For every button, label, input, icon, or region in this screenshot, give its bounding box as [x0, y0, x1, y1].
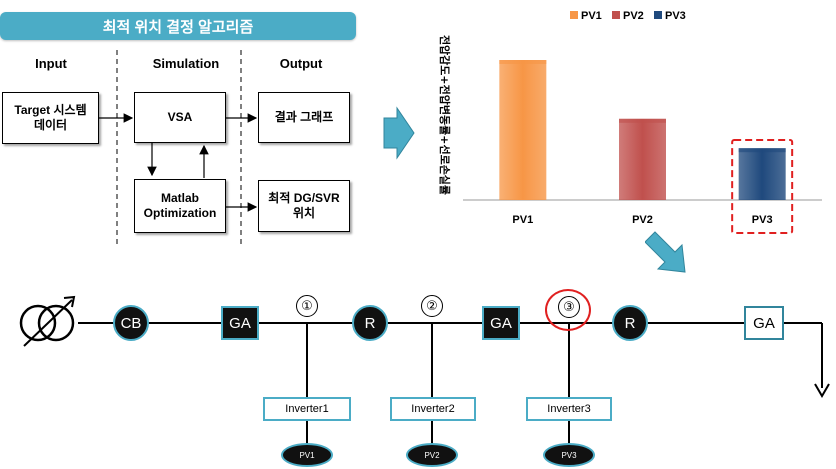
tap-number-1: ① — [296, 295, 318, 317]
r-node-2: R — [612, 305, 648, 341]
legend-label-2: PV2 — [623, 10, 644, 22]
result-graph-box: 결과 그래프 — [258, 92, 350, 143]
bar-PV3 — [738, 148, 786, 200]
legend-swatch-1 — [570, 11, 578, 19]
column-header-output: Output — [279, 56, 323, 71]
flow-to-chart-arrow-icon — [383, 106, 415, 160]
legend-label-3: PV3 — [665, 10, 686, 22]
algorithm-title: 최적 위치 결정 알고리즘 — [102, 18, 254, 36]
vsa-box: VSA — [134, 92, 226, 143]
algorithm-title-banner: 최적 위치 결정 알고리즘 — [0, 12, 356, 40]
x-tick-label-PV3: PV3 — [752, 214, 773, 226]
down-arrow-icon — [645, 231, 686, 273]
bar-top-PV3 — [738, 148, 786, 153]
bar-PV2 — [619, 118, 666, 200]
inverter-box-1: Inverter1 — [263, 397, 351, 421]
flow-connectors — [99, 50, 415, 245]
inverter-box-3: Inverter3 — [526, 397, 612, 421]
bar-top-PV2 — [619, 118, 666, 123]
pv-node-2: PV2 — [406, 443, 458, 467]
target-data-box: Target 시스템 데이터 — [2, 92, 99, 144]
highlight-box-PV3 — [731, 139, 794, 234]
pv-node-3: PV3 — [543, 443, 595, 467]
pv-node-1: PV1 — [281, 443, 333, 467]
tap-number-2: ② — [421, 295, 443, 317]
chart-to-feeder-arrow — [645, 231, 686, 273]
cb-node: CB — [113, 305, 149, 341]
ga-node-3: GA — [744, 306, 784, 340]
x-tick-label-PV1: PV1 — [512, 214, 533, 226]
legend-label-1: PV1 — [581, 10, 602, 22]
ga-node-2: GA — [482, 306, 520, 340]
legend-swatch-2 — [612, 11, 620, 19]
feeder-end-arrow-icon — [814, 383, 830, 398]
legend-swatch-3 — [654, 11, 662, 19]
x-tick-label-PV2: PV2 — [632, 214, 653, 226]
bar-top-PV1 — [499, 60, 547, 64]
bar-PV1 — [499, 60, 547, 200]
r-node-1: R — [352, 305, 388, 341]
inverter-box-2: Inverter2 — [390, 397, 476, 421]
transformer-icon — [19, 295, 76, 347]
column-header-simulation: Simulation — [152, 56, 220, 71]
y-axis-label: 전압감도+전압변동률+선로손실률 — [438, 35, 452, 195]
optimal-location-box: 최적 DG/SVR 위치 — [258, 180, 350, 232]
optimal-location-highlight — [545, 289, 591, 331]
feeder-lines — [19, 295, 830, 452]
matlab-optimization-box: Matlab Optimization — [134, 179, 226, 233]
column-header-input: Input — [35, 56, 67, 71]
ga-node-1: GA — [221, 306, 259, 340]
